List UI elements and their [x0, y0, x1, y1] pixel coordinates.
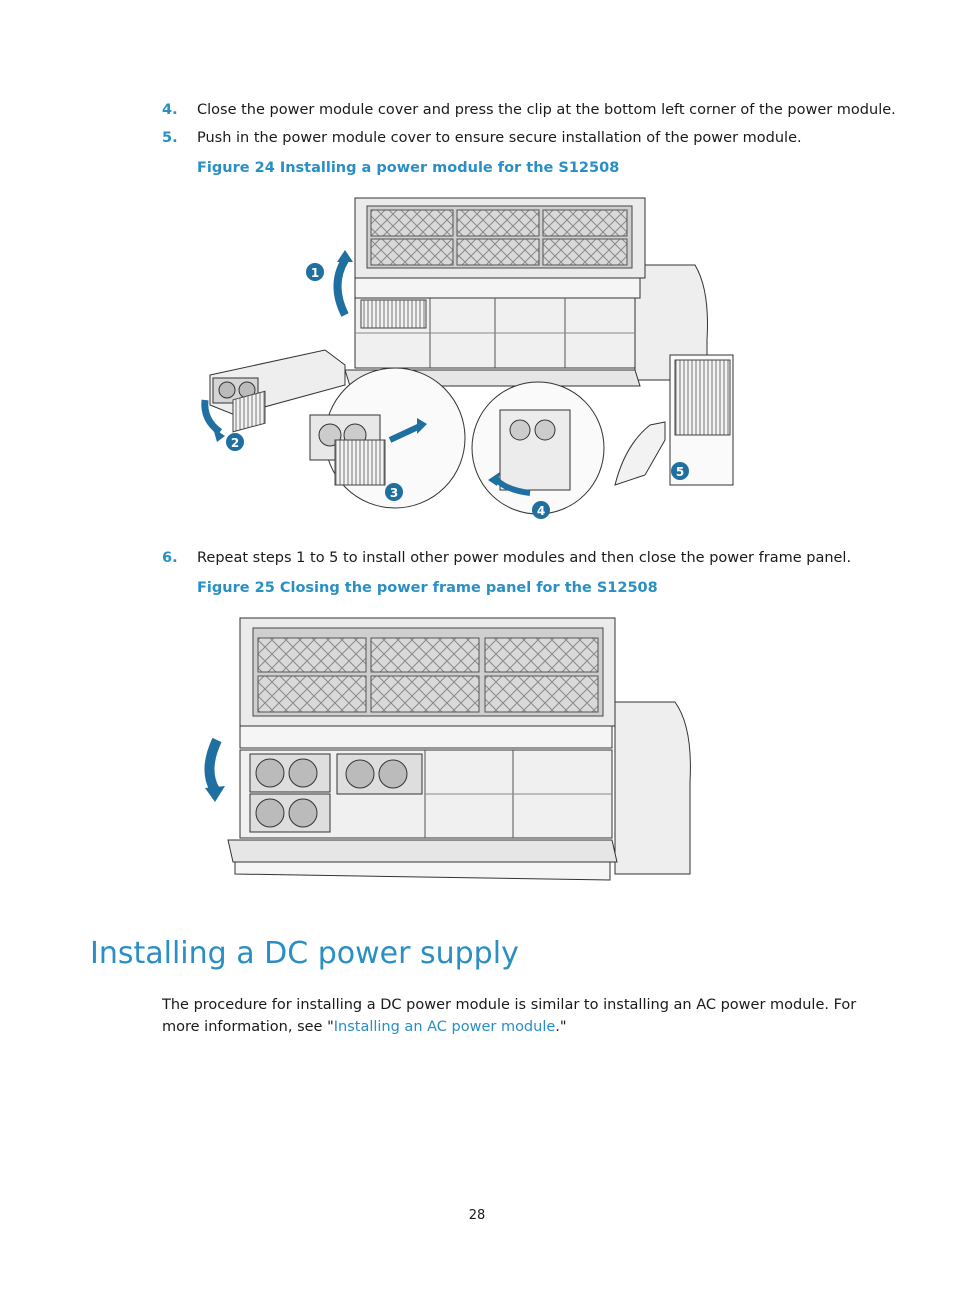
- figure-25-caption: Figure 25 Closing the power frame panel …: [197, 580, 658, 596]
- step-6: 6. Repeat steps 1 to 5 to install other …: [162, 548, 851, 568]
- paragraph-text: The procedure for installing a DC power …: [162, 997, 857, 1035]
- callout-1: 1: [311, 266, 319, 280]
- step-5: 5. Push in the power module cover to ens…: [162, 128, 802, 148]
- step-number: 4.: [162, 102, 178, 118]
- step-text: Close the power module cover and press t…: [197, 102, 896, 118]
- callout-5: 5: [676, 465, 684, 479]
- step-text: Repeat steps 1 to 5 to install other pow…: [197, 550, 852, 566]
- step-4: 4. Close the power module cover and pres…: [162, 100, 896, 120]
- section-paragraph: The procedure for installing a DC power …: [162, 994, 882, 1038]
- installing-ac-power-module-link[interactable]: Installing an AC power module: [333, 1019, 556, 1035]
- figure-25-illustration: [204, 617, 691, 881]
- step-number: 6.: [162, 550, 178, 566]
- section-heading: Installing a DC power supply: [90, 936, 519, 971]
- step-text: Push in the power module cover to ensure…: [197, 130, 802, 146]
- paragraph-end: .": [555, 1019, 567, 1035]
- callout-4: 4: [537, 504, 545, 518]
- figure-24-caption: Figure 24 Installing a power module for …: [197, 160, 620, 176]
- callout-2: 2: [231, 436, 239, 450]
- figure-24-illustration: 1 2 3 4 5: [201, 197, 734, 519]
- step-number: 5.: [162, 130, 178, 146]
- callout-3: 3: [390, 486, 398, 500]
- page-number: 28: [468, 1208, 486, 1223]
